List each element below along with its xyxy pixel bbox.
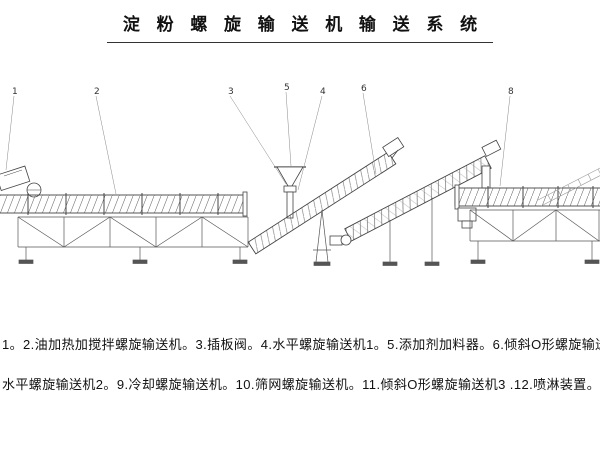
callout-number-8: 8 xyxy=(508,87,514,97)
feed-hopper-icon xyxy=(274,166,306,219)
drawing-title: 淀 粉 螺 旋 输 送 机 输 送 系 统 xyxy=(106,10,494,43)
callout-layer: 1 2 3 4 5 6 8 xyxy=(5,83,514,195)
callout-number-3: 3 xyxy=(228,87,234,97)
drive-motor-left-icon xyxy=(0,165,42,198)
legend-line-2: 水平螺旋输送机2。9.冷却螺旋输送机。10.筛网螺旋输送机。11.倾斜O形螺旋输… xyxy=(2,377,600,392)
drive-motor-right-icon xyxy=(457,207,477,229)
slide-valve-icon xyxy=(283,185,297,193)
inclined-screw-conveyor-1 xyxy=(247,136,405,266)
callout-number-4: 4 xyxy=(320,87,326,97)
mixing-screw-conveyor xyxy=(0,191,248,217)
horizontal-screw-conveyor-2 xyxy=(454,184,600,229)
support-truss-right xyxy=(469,209,600,264)
legend-line-1: 1。2.油加热加搅拌螺旋输送机。3.插板阀。4.水平螺旋输送机1。5.添加剂加料… xyxy=(2,337,600,352)
callout-number-2: 2 xyxy=(94,87,100,97)
title-area: 淀 粉 螺 旋 输 送 机 输 送 系 统 xyxy=(0,10,600,43)
support-truss-left xyxy=(17,216,249,264)
callout-number-1: 1 xyxy=(12,87,18,97)
conveyor-system-diagram: 1 2 3 4 5 6 8 xyxy=(0,83,600,266)
callout-number-5: 5 xyxy=(284,83,290,93)
callout-number-6: 6 xyxy=(361,84,367,94)
inclined-screw-conveyor-2 xyxy=(329,139,502,266)
